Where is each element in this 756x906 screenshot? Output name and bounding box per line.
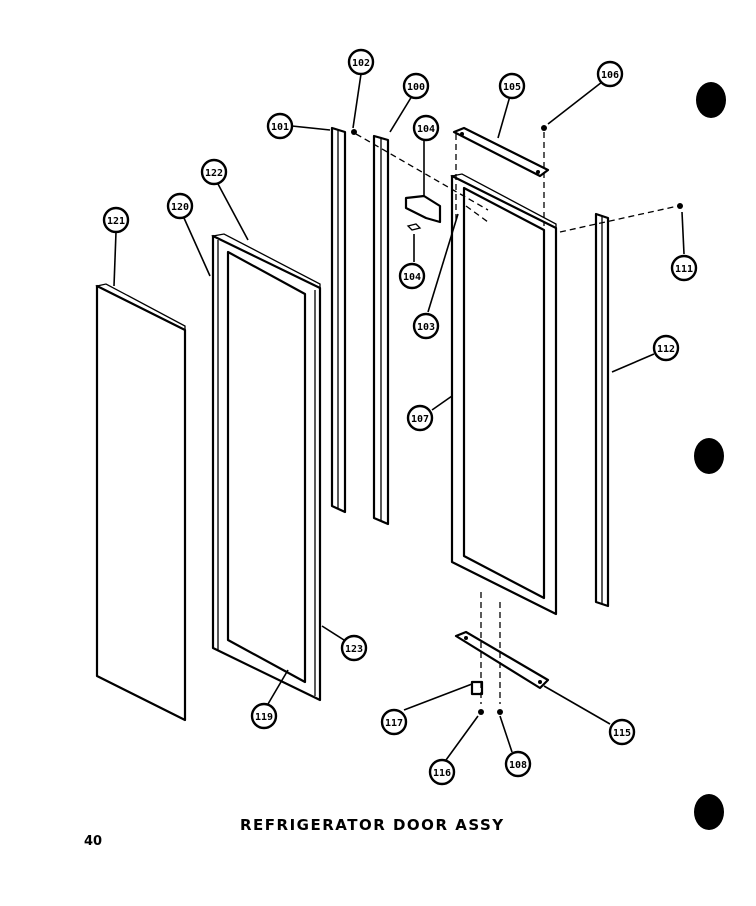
page-number: 40: [84, 834, 103, 849]
bottom-hinge-bracket-115: [454, 630, 550, 690]
callout-119-label: 119: [255, 712, 273, 723]
callout-122: 122: [200, 158, 228, 186]
callout-108-label: 108: [509, 760, 527, 771]
callout-112: 112: [652, 334, 680, 362]
door-gasket-frame-120: [210, 233, 322, 702]
screw-108: [497, 709, 503, 715]
callout-115: 115: [608, 718, 636, 746]
left-door-trim-101: [330, 126, 347, 514]
callout-104-bottom: 104: [398, 262, 426, 290]
callout-123: 123: [340, 634, 368, 662]
top-hinge-bracket-105: [452, 126, 550, 178]
right-door-trim-112: [594, 212, 610, 608]
callout-104a-label: 104: [417, 124, 435, 135]
callout-123-label: 123: [345, 644, 363, 655]
callout-105-label: 105: [503, 82, 521, 93]
hinge-pin-117: [470, 680, 484, 696]
callout-112-label: 112: [657, 344, 675, 355]
callout-105: 105: [498, 72, 526, 100]
callout-120: 120: [166, 192, 194, 220]
callout-107-label: 107: [411, 414, 429, 425]
alignment-lines: [355, 132, 679, 704]
callout-116: 116: [428, 758, 456, 786]
callout-101: 101: [266, 112, 294, 140]
callout-121-label: 121: [107, 216, 125, 227]
leader-lines: [113, 73, 685, 761]
binder-hole-top: [696, 82, 726, 118]
callout-101-label: 101: [271, 122, 289, 133]
screw-116: [478, 709, 484, 715]
callout-102-label: 102: [352, 58, 370, 69]
door-liner-107: [450, 173, 558, 616]
callout-116-label: 116: [433, 768, 451, 779]
callout-106-label: 106: [601, 70, 619, 81]
callout-100: 100: [402, 72, 430, 100]
callout-117: 117: [380, 708, 408, 736]
callout-117-label: 117: [385, 718, 403, 729]
diagram-title: REFRIGERATOR DOOR ASSY: [240, 816, 505, 834]
screw-111: [677, 203, 683, 209]
callout-107: 107: [406, 404, 434, 432]
callout-120-label: 120: [171, 202, 189, 213]
callout-103-label: 103: [417, 322, 435, 333]
callout-122-label: 122: [205, 168, 223, 179]
callout-111-label: 111: [675, 264, 693, 275]
callout-103: 103: [412, 312, 440, 340]
callout-119: 119: [250, 702, 278, 730]
callout-102: 102: [347, 48, 375, 76]
callout-104b-label: 104: [403, 272, 421, 283]
screw-102: [351, 129, 357, 135]
screw-106-top: [541, 125, 547, 131]
callout-100-label: 100: [407, 82, 425, 93]
callout-115-label: 115: [613, 728, 631, 739]
breaker-strip-100: [372, 134, 390, 526]
hinge-104: [404, 194, 442, 231]
callout-108: 108: [504, 750, 532, 778]
callout-104-top: 104: [412, 114, 440, 142]
binder-hole-bottom: [694, 794, 724, 830]
callout-111: 111: [670, 254, 698, 282]
insulation-panel-121: [95, 283, 187, 722]
callout-106-top: 106: [596, 60, 624, 88]
binder-hole-middle: [694, 438, 724, 474]
callout-121: 121: [102, 206, 130, 234]
